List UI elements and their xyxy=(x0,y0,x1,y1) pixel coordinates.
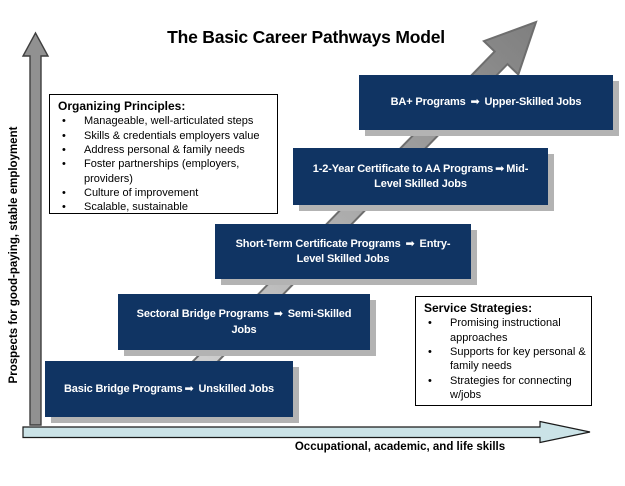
bullet-icon: • xyxy=(428,317,432,330)
flow-arrow-icon: ➡ xyxy=(184,381,194,395)
bullet-icon: • xyxy=(62,186,66,199)
organizing-principles-title: Organizing Principles: xyxy=(58,99,186,113)
list-item-text: Foster partnerships (employers, provider… xyxy=(84,158,240,185)
list-item-text: Manageable, well-articulated steps xyxy=(84,115,254,128)
service-strategies-list: • Promising instructional approaches • Sup… xyxy=(424,316,587,402)
bullet-icon: • xyxy=(62,201,66,214)
pathway-box-label: 1-2-Year Certificate to AA Programs➡Mid-… xyxy=(305,161,536,193)
pathway-box-label: Short-Term Certificate Programs ➡ Entry-… xyxy=(227,236,459,268)
pathway-box-certificate-to-aa: 1-2-Year Certificate to AA Programs➡Mid-… xyxy=(293,148,548,205)
list-item-text: Address personal & family needs xyxy=(84,143,245,156)
program-label: 1-2-Year Certificate to AA Programs xyxy=(312,162,494,175)
list-item: • Culture of improvement xyxy=(58,186,273,200)
outcome-label: Upper-Skilled Jobs xyxy=(484,96,582,109)
list-item: • Promising instructional approaches xyxy=(424,316,587,345)
list-item: • Skills & credentials employers value xyxy=(58,129,273,143)
diagram-title: The Basic Career Pathways Model xyxy=(167,27,445,47)
organizing-principles-list: • Manageable, well-articulated steps • Ski… xyxy=(58,114,273,214)
bullet-icon: • xyxy=(62,158,66,171)
x-axis-label: Occupational, academic, and life skills xyxy=(294,441,506,453)
flow-arrow-icon: ➡ xyxy=(495,161,505,175)
bullet-icon: • xyxy=(428,345,432,358)
outcome-label: Mid-Level Skilled Jobs xyxy=(374,162,529,190)
flow-arrow-icon: ➡ xyxy=(273,307,283,321)
list-item: • Address personal & family needs xyxy=(58,143,273,157)
bullet-icon: • xyxy=(62,129,66,142)
program-label: Sectoral Bridge Programs xyxy=(136,308,269,321)
list-item-text: Strategies for connecting w/jobs xyxy=(450,374,572,401)
pathway-box-ba-plus: BA+ Programs ➡ Upper-Skilled Jobs xyxy=(359,75,613,130)
list-item-text: Supports for key personal & family needs xyxy=(450,345,586,373)
pathway-box-label: BA+ Programs ➡ Upper-Skilled Jobs xyxy=(391,94,582,110)
outcome-label: Entry-Level Skilled Jobs xyxy=(296,237,451,265)
list-item: • Strategies for connecting w/jobs xyxy=(424,374,587,403)
bullet-icon: • xyxy=(62,143,66,156)
pathway-box-sectoral-bridge: Sectoral Bridge Programs ➡ Semi-Skilled … xyxy=(118,294,370,350)
list-item-text: Culture of improvement xyxy=(84,186,199,199)
list-item: • Scalable, sustainable xyxy=(58,200,273,214)
bullet-icon: • xyxy=(62,115,66,128)
list-item-text: Skills & credentials employers value xyxy=(84,129,260,142)
x-axis-arrow xyxy=(22,420,591,444)
program-label: Short-Term Certificate Programs xyxy=(235,237,401,250)
organizing-principles-box: Organizing Principles: • Manageable, well… xyxy=(49,94,278,214)
bullet-icon: • xyxy=(428,374,432,387)
service-strategies-title: Service Strategies: xyxy=(424,301,533,315)
outcome-label: Unskilled Jobs xyxy=(198,382,275,395)
pathway-box-basic-bridge: Basic Bridge Programs➡ Unskilled Jobs xyxy=(45,361,293,417)
list-item-text: Promising instructional approaches xyxy=(450,317,561,344)
list-item: • Foster partnerships (employers, provide… xyxy=(58,157,273,186)
list-item: • Manageable, well-articulated steps xyxy=(58,114,273,128)
flow-arrow-icon: ➡ xyxy=(405,236,415,250)
outcome-label: Semi-Skilled Jobs xyxy=(231,308,352,336)
list-item-text: Scalable, sustainable xyxy=(84,201,188,214)
program-label: BA+ Programs xyxy=(390,96,466,109)
pathway-box-label: Basic Bridge Programs➡ Unskilled Jobs xyxy=(64,381,274,397)
pathway-box-label: Sectoral Bridge Programs ➡ Semi-Skilled … xyxy=(130,306,358,338)
flow-arrow-icon: ➡ xyxy=(470,95,480,109)
y-axis-arrow xyxy=(21,31,50,426)
program-label: Basic Bridge Programs xyxy=(63,382,183,395)
list-item: • Supports for key personal & family need… xyxy=(424,345,587,374)
service-strategies-box: Service Strategies: • Promising instructi… xyxy=(415,296,592,406)
pathway-box-short-term-certificate: Short-Term Certificate Programs ➡ Entry-… xyxy=(215,224,471,279)
